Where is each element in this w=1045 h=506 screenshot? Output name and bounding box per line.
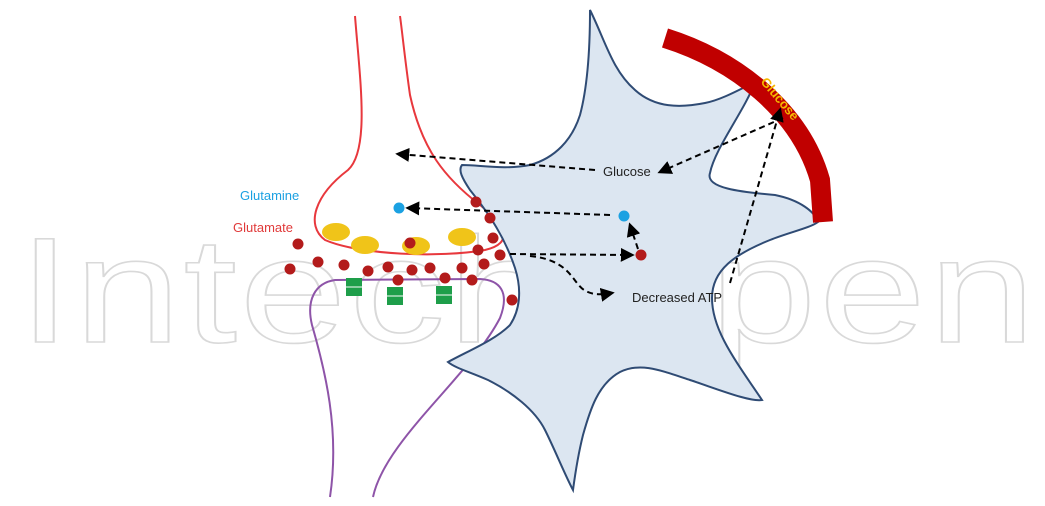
vesicle <box>322 223 350 241</box>
astrocyte-glucose-label: Glucose <box>603 164 651 179</box>
glutamate-molecule <box>293 239 304 250</box>
glutamate-molecule <box>285 264 296 275</box>
glutamine-label: Glutamine <box>240 188 299 203</box>
glutamate-molecule <box>507 295 518 306</box>
glutamate-molecule <box>363 266 374 277</box>
glutamate-molecule <box>467 275 478 286</box>
glutamate-molecule <box>393 275 404 286</box>
glutamate-molecule <box>440 273 451 284</box>
receptor <box>387 287 403 305</box>
glutamine-molecule <box>619 211 630 222</box>
glutamate-molecule <box>479 259 490 270</box>
vesicle <box>448 228 476 246</box>
receptor <box>436 286 452 304</box>
glutamate-molecule <box>313 257 324 268</box>
glutamate-molecule <box>457 263 468 274</box>
glutamate-molecule <box>636 250 647 261</box>
vesicle <box>351 236 379 254</box>
decreased-atp-label: Decreased ATP <box>632 290 722 305</box>
glutamate-molecule <box>339 260 350 271</box>
glutamate-molecule <box>473 245 484 256</box>
glutamate-molecule <box>485 213 496 224</box>
receptor <box>346 278 362 296</box>
glutamate-molecule <box>488 233 499 244</box>
glutamate-molecule <box>405 238 416 249</box>
glutamate-label: Glutamate <box>233 220 293 235</box>
glutamine-molecule <box>394 203 405 214</box>
glutamate-molecule <box>407 265 418 276</box>
glutamate-molecule <box>425 263 436 274</box>
glutamate-molecule <box>471 197 482 208</box>
glutamate-molecule <box>383 262 394 273</box>
glutamate-molecule <box>495 250 506 261</box>
